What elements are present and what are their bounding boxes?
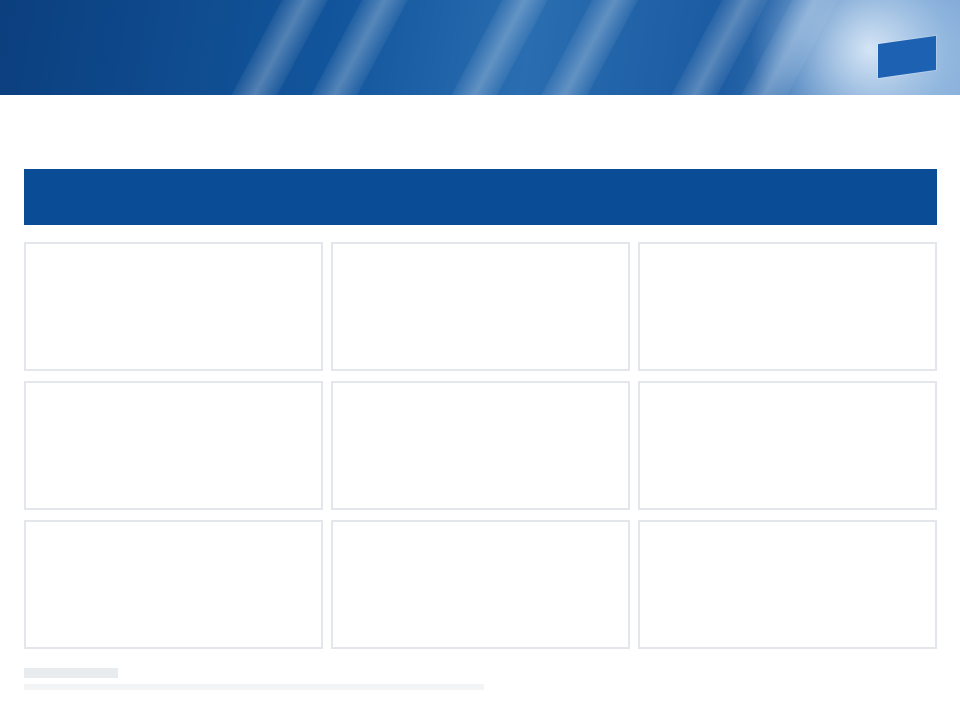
decorative-column [427, 0, 559, 95]
grid-box [24, 381, 323, 510]
grid-box [638, 242, 937, 371]
grid-box [331, 520, 630, 649]
content-grid [24, 242, 937, 649]
header-banner [0, 0, 960, 95]
title-bar [24, 169, 937, 225]
grid-box [24, 520, 323, 649]
grid-box [24, 242, 323, 371]
footer-note [24, 684, 484, 690]
grid-box [331, 381, 630, 510]
grid-box [331, 242, 630, 371]
grid-box [638, 381, 937, 510]
grid-box [638, 520, 937, 649]
footnote-marker [24, 668, 118, 678]
